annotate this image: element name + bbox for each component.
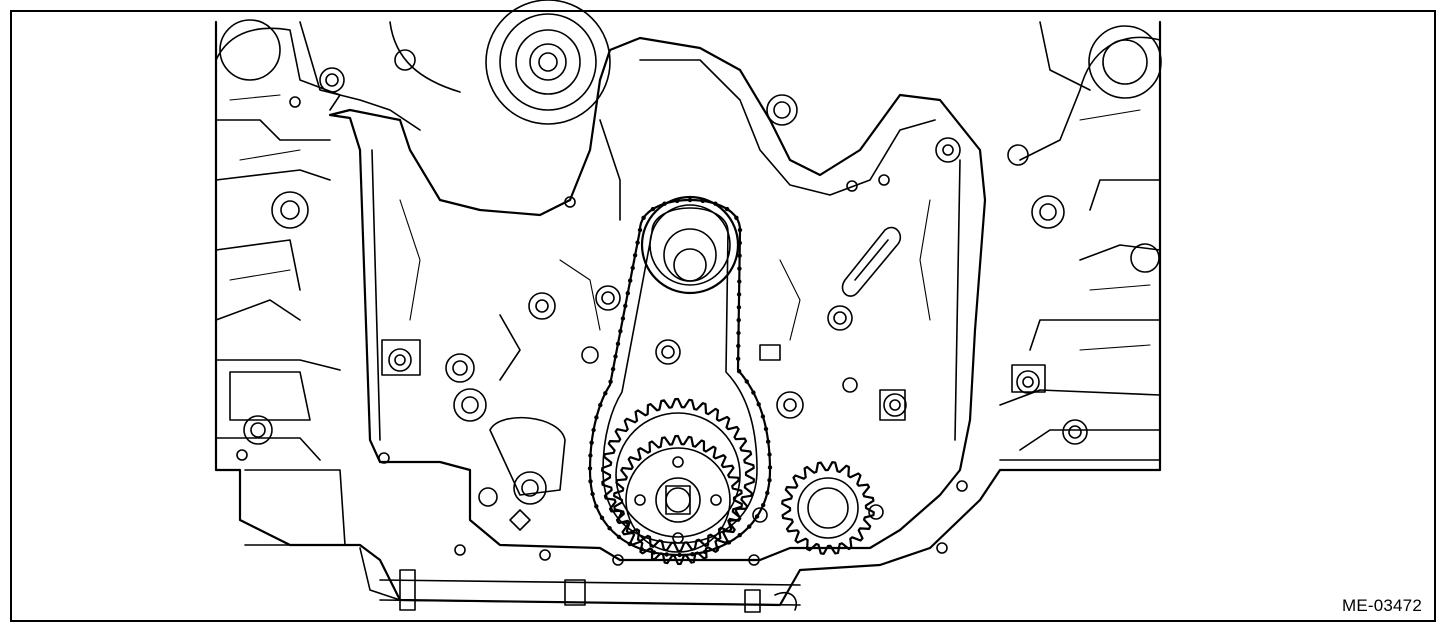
chain-link	[615, 341, 621, 346]
chain-link	[650, 206, 656, 212]
chain-link	[588, 453, 593, 458]
chain-link	[765, 490, 770, 496]
idler-sprocket	[640, 195, 740, 295]
chain-link	[594, 504, 599, 509]
chain-link	[677, 552, 682, 558]
chain-link	[736, 292, 742, 297]
chain-link	[637, 227, 643, 233]
chain-link	[736, 317, 741, 323]
figure-border	[10, 10, 1436, 622]
chain-link	[756, 402, 761, 407]
chain-links	[587, 197, 773, 558]
chain-link	[594, 415, 599, 420]
contour-lines	[229, 94, 1151, 351]
timing-case-outline	[328, 36, 987, 562]
chain-link	[608, 379, 613, 384]
chain-link	[744, 379, 749, 384]
chain-link	[616, 534, 622, 540]
chain-link	[737, 266, 742, 271]
chain-link	[664, 552, 669, 557]
chain-link	[590, 491, 595, 497]
chain-link	[737, 279, 742, 284]
chain-link	[736, 330, 741, 336]
chain-link	[736, 305, 742, 310]
chain-link	[641, 215, 646, 220]
chain-link	[618, 329, 623, 334]
chain-link	[598, 402, 603, 408]
chain-link	[628, 278, 633, 283]
chain-link	[630, 265, 635, 271]
upper-pulleys	[219, 0, 1162, 125]
slotted-bracket	[841, 226, 902, 297]
lower-details	[244, 314, 1046, 613]
chain-link	[690, 552, 695, 557]
timing-chain	[587, 197, 773, 558]
chain-link	[747, 524, 752, 529]
bolt-bosses	[236, 49, 1160, 566]
chain-link	[767, 465, 773, 470]
chain-link	[632, 253, 638, 258]
engine-block-outline	[214, 20, 1162, 607]
chain-link	[607, 526, 612, 531]
chain-link	[713, 201, 718, 206]
chain-link	[767, 478, 772, 483]
chain-link	[760, 414, 766, 419]
chain-link	[700, 198, 705, 204]
chain-link	[662, 201, 667, 206]
figure-code: ME-03472	[1341, 596, 1422, 615]
chain-link	[737, 253, 742, 258]
chain-link	[737, 533, 742, 538]
chain-link	[610, 366, 616, 372]
chain-link	[587, 466, 593, 471]
chain-link	[766, 439, 771, 444]
chain-link	[736, 369, 742, 374]
chain-link	[589, 440, 594, 445]
chain-link	[591, 427, 596, 433]
chain-link	[613, 354, 618, 359]
chain-link	[736, 343, 741, 349]
chain-link	[751, 390, 756, 395]
chain-link	[736, 356, 741, 361]
chain-link	[724, 206, 730, 212]
chain-link	[588, 479, 593, 484]
chain-link	[687, 197, 693, 203]
chain-link	[603, 391, 608, 396]
chain-link	[599, 515, 605, 520]
chain-link	[675, 198, 680, 204]
chain-link	[625, 291, 630, 296]
chain-link	[734, 215, 739, 220]
chain-link	[620, 316, 626, 321]
chain-link	[737, 240, 742, 246]
chain-link	[761, 502, 766, 508]
chain-link	[763, 426, 769, 432]
oil-pump-sprocket	[781, 461, 875, 555]
chain-link	[635, 240, 640, 245]
chain-link	[737, 227, 743, 233]
chain-link	[754, 514, 760, 519]
crankshaft-sprocket	[601, 397, 755, 566]
chain-link	[623, 303, 628, 309]
chain-link	[767, 452, 772, 457]
